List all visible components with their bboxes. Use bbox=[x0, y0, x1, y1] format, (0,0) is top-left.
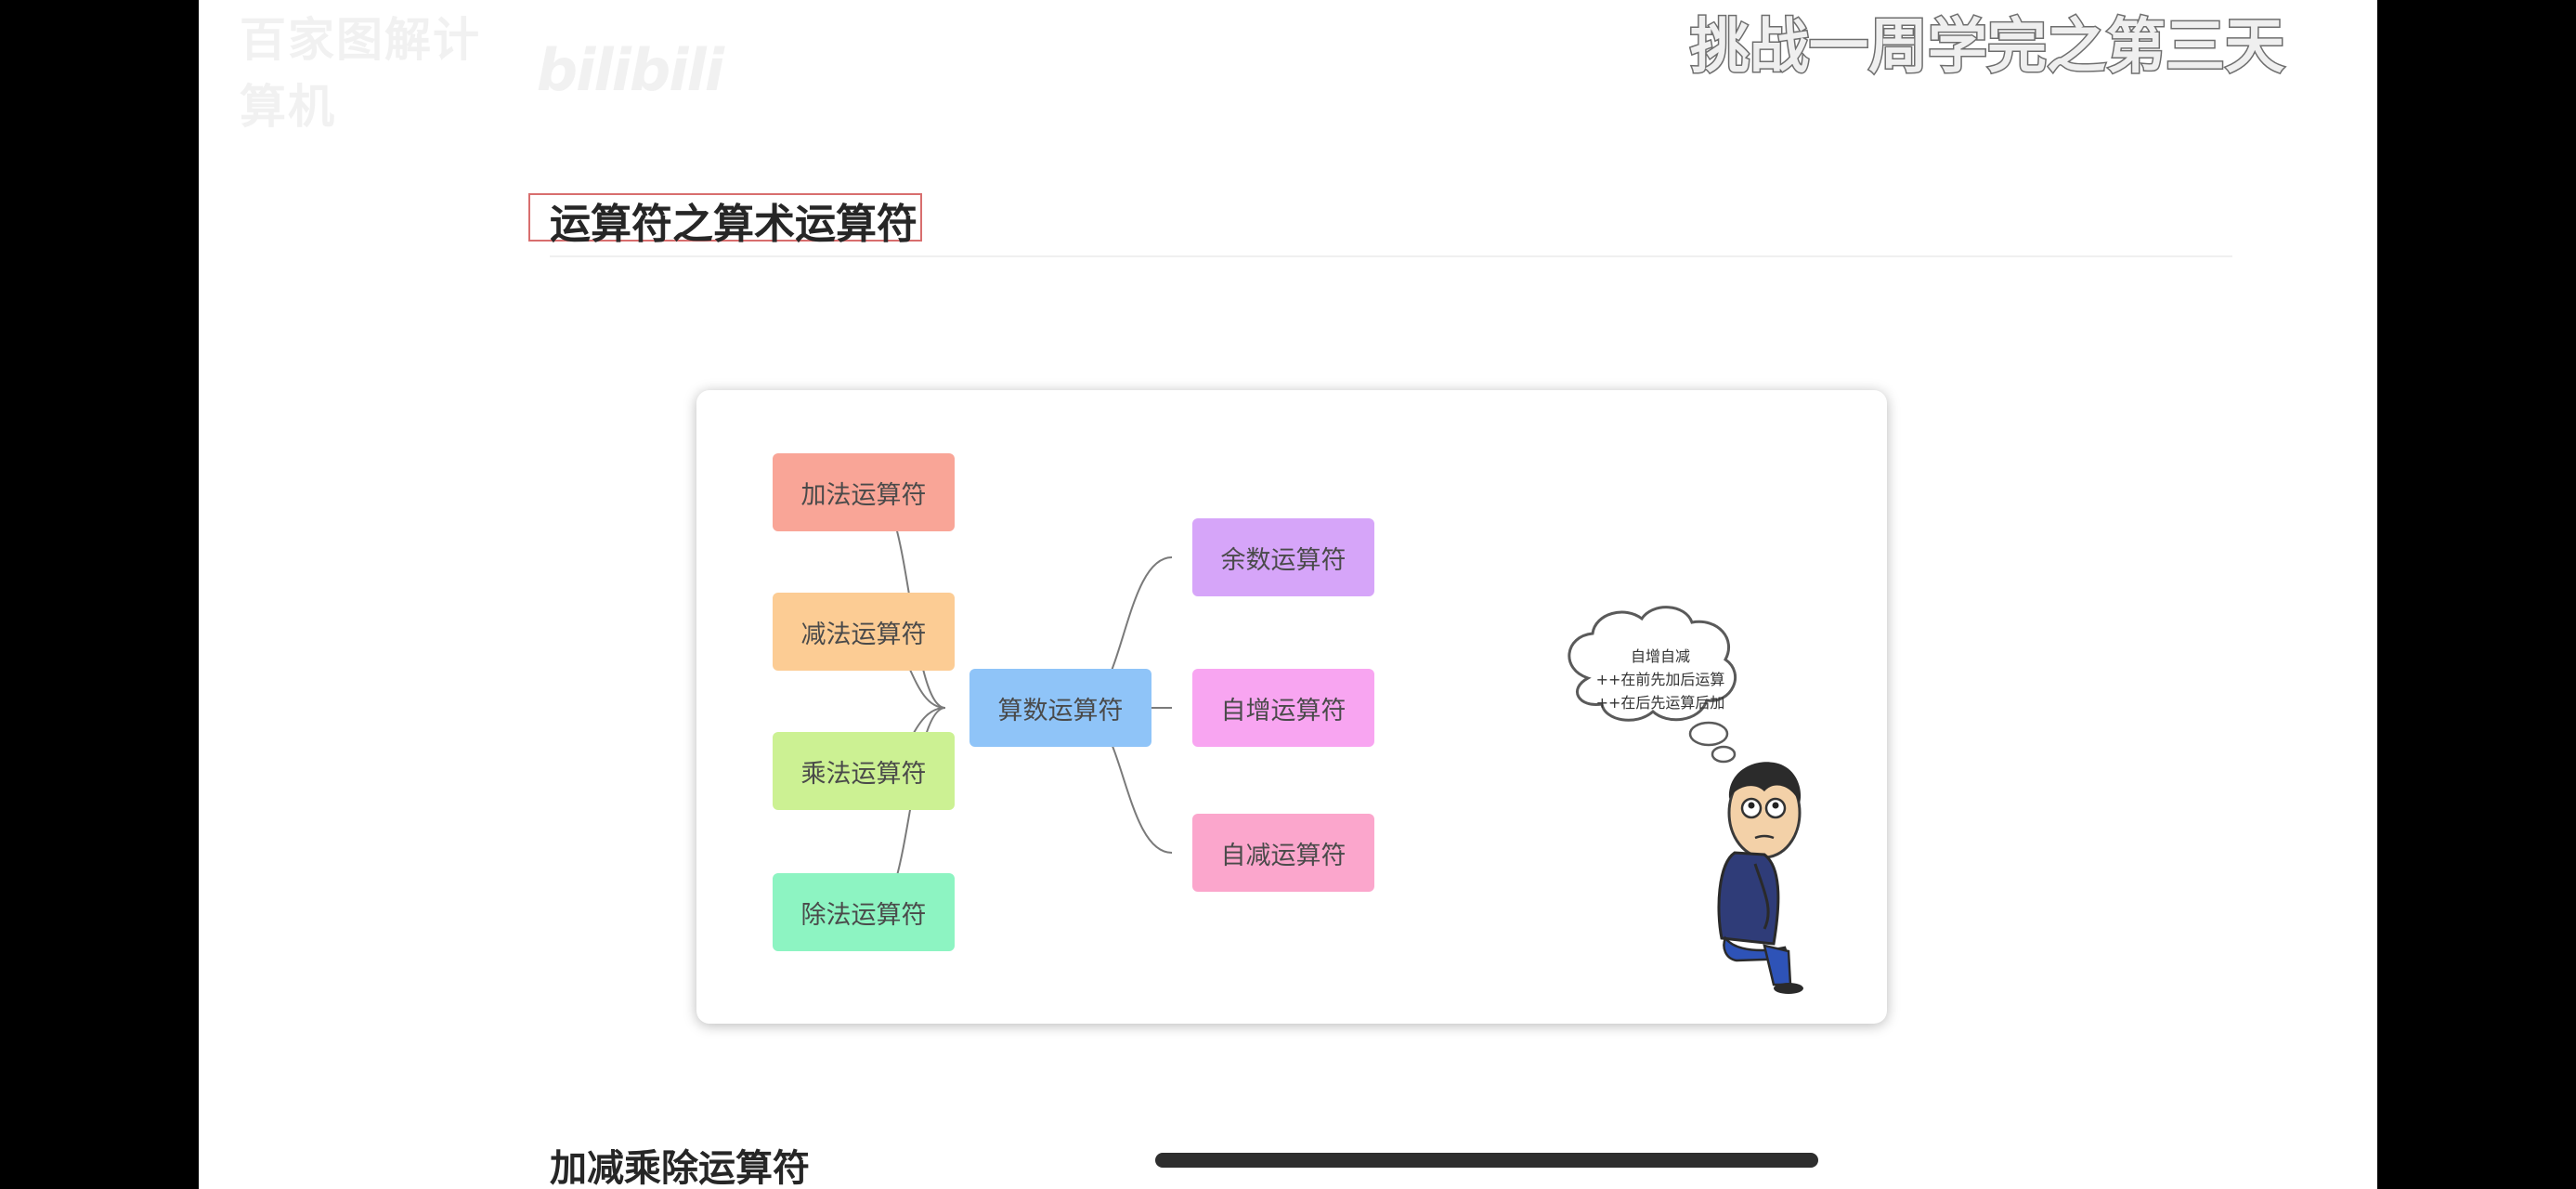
thought-cloud-icon bbox=[1568, 606, 1737, 764]
node-label: 除法运算符 bbox=[800, 900, 927, 930]
watermark: 百家图解计算机 bilibili bbox=[240, 13, 724, 134]
next-section-title: 加减乘除运算符 bbox=[550, 1147, 810, 1189]
home-indicator[interactable] bbox=[1155, 1153, 1818, 1168]
node-label: 加法运算符 bbox=[800, 480, 927, 510]
center-node-label: 算数运算符 bbox=[997, 696, 1124, 725]
title-divider bbox=[550, 255, 2232, 257]
node-decrement[interactable]: 自减运算符 bbox=[1192, 814, 1374, 892]
mindmap-card: 算数运算符 加法运算符 减法运算符 乘法运算符 除法运算符 余数运算符 自增运算… bbox=[696, 390, 1887, 1024]
bilibili-logo: bilibili bbox=[536, 35, 724, 104]
document-page: 百家图解计算机 bilibili 挑战一周学完之第三天 运算符之算术运算符 bbox=[199, 0, 2377, 1189]
node-increment[interactable]: 自增运算符 bbox=[1192, 669, 1374, 747]
watermark-text: 百家图解计算机 bbox=[240, 13, 481, 134]
thought-line: ++在前先加后运算 bbox=[1595, 670, 1725, 688]
node-remainder[interactable]: 余数运算符 bbox=[1192, 518, 1374, 596]
section-title: 运算符之算术运算符 bbox=[550, 201, 917, 248]
node-division[interactable]: 除法运算符 bbox=[773, 873, 955, 951]
thought-line: ++在后先运算后加 bbox=[1595, 693, 1725, 712]
thought-bubble-text: 自增自减 ++在前先加后运算 ++在后先运算后加 bbox=[1568, 619, 1753, 739]
node-addition[interactable]: 加法运算符 bbox=[773, 453, 955, 531]
node-multiplication[interactable]: 乘法运算符 bbox=[773, 732, 955, 810]
node-label: 自增运算符 bbox=[1220, 696, 1347, 725]
node-label: 减法运算符 bbox=[800, 620, 927, 649]
center-node[interactable]: 算数运算符 bbox=[969, 669, 1151, 747]
selection-box bbox=[528, 193, 922, 242]
thought-title: 自增自减 bbox=[1630, 647, 1690, 665]
mindmap-connectors bbox=[874, 491, 1803, 994]
video-caption: 挑战一周学完之第三天 bbox=[1689, 12, 2286, 84]
node-label: 自减运算符 bbox=[1220, 841, 1347, 870]
node-label: 乘法运算符 bbox=[800, 759, 927, 789]
node-label: 余数运算符 bbox=[1220, 545, 1347, 575]
node-subtraction[interactable]: 减法运算符 bbox=[773, 593, 955, 671]
thinking-man-icon bbox=[1717, 762, 1803, 994]
